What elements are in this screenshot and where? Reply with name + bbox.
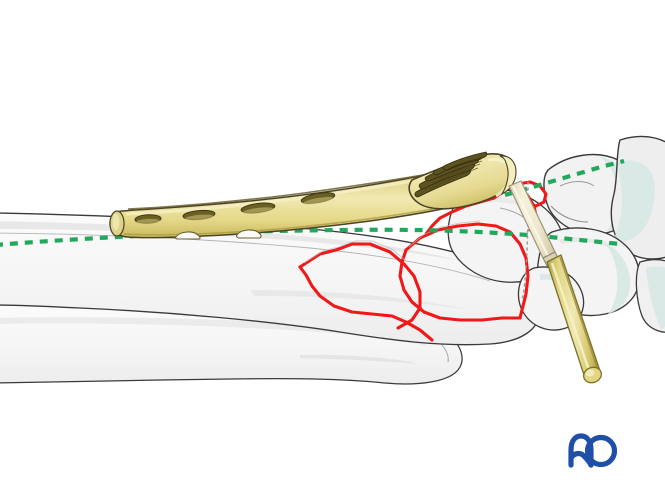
radius-inner-contour — [0, 232, 491, 282]
fracture-shadow-central — [408, 220, 481, 248]
plate-hatch-3 — [439, 160, 483, 179]
drill-trajectory-guide-line — [521, 181, 529, 301]
plate-shaft-hole-4-rim — [302, 196, 334, 205]
plate-shaft-hole-1-rim — [136, 218, 161, 225]
ao-logo-a-crossbar — [568, 450, 594, 468]
volar-plate — [109, 151, 517, 240]
carpal-scaphoid-lower-ridge — [550, 205, 589, 223]
plate-shaft-hole-3-rim — [242, 207, 274, 215]
plate-head-hatching — [429, 160, 483, 190]
drill-tip-highlight — [585, 369, 595, 377]
carpal-scaphoid-ridge — [559, 181, 595, 187]
ao-logo-letter-o — [584, 434, 618, 468]
plate-locking-hole-5 — [442, 151, 488, 171]
fracture-shadow-left — [303, 240, 407, 264]
carpal-lunate-cartilage — [614, 160, 655, 242]
plate-undercut-2 — [236, 229, 262, 239]
ulna-head-shading — [300, 354, 420, 364]
plate-undercut-1 — [175, 231, 201, 240]
drill-bit-assembly — [508, 180, 603, 384]
plate-shaft-hole-2-rim — [184, 214, 214, 221]
drill-shaft-highlight — [550, 262, 593, 377]
fracture-line-left — [298, 242, 422, 330]
drill-sleeve-highlight — [512, 185, 549, 257]
ao-logo: AO — [568, 433, 618, 468]
plate-shaft-holes — [134, 192, 336, 225]
fracture-line-central-lower — [398, 248, 522, 322]
plate-proximal-cap-highlight — [112, 214, 120, 230]
plate-hatch-1 — [429, 167, 479, 190]
radius-medulla-shading — [250, 290, 470, 310]
plate-undercuts — [175, 229, 262, 240]
fracture-line-left-lower — [298, 265, 434, 342]
carpal-trapezium-cartilage — [540, 273, 576, 292]
carpal-far-distal-cartilage — [646, 266, 665, 330]
plate-hatch-2 — [433, 163, 481, 184]
fracture-line-shadows — [303, 220, 481, 264]
drill-shaft-dark-edge — [559, 256, 599, 371]
radius-cortical-shading — [0, 221, 460, 261]
carpal-distal-row-cartilage — [596, 238, 631, 314]
